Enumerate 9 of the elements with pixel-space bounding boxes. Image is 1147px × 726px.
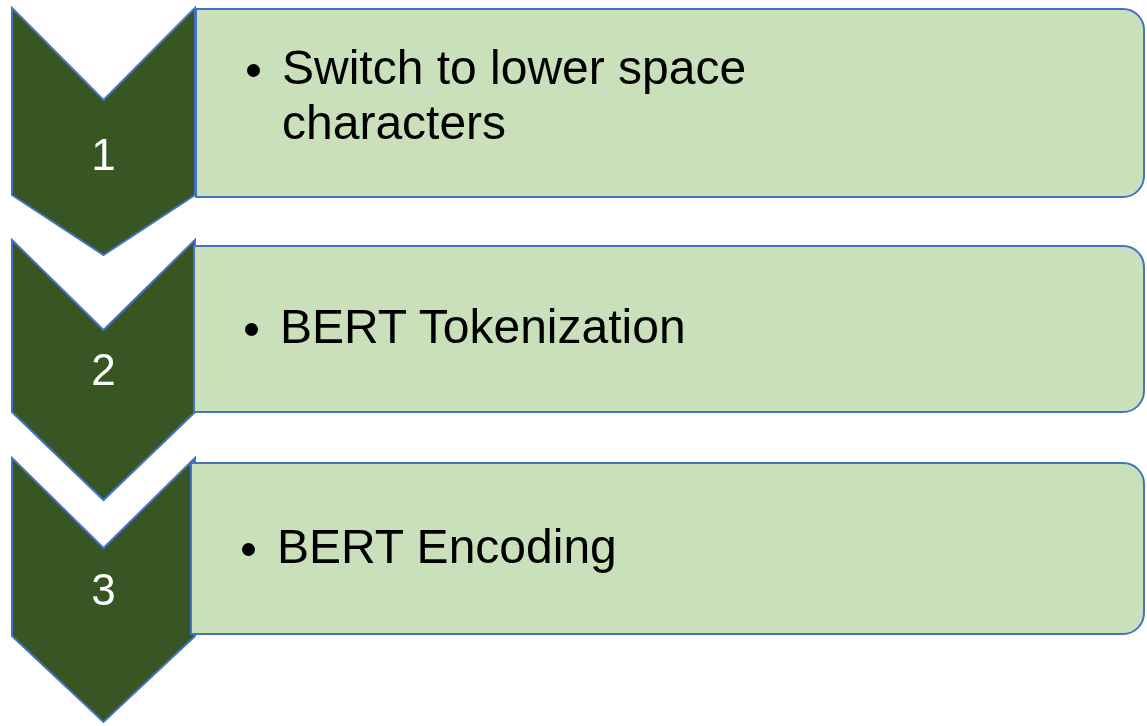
step-box bbox=[195, 8, 1145, 198]
step-number: 2 bbox=[90, 348, 117, 392]
step-box bbox=[193, 245, 1145, 413]
step-text: BERT Tokenization bbox=[280, 299, 686, 355]
step-number: 1 bbox=[90, 133, 117, 177]
step-box bbox=[190, 462, 1145, 635]
step-text: Switch to lower space characters bbox=[282, 40, 748, 151]
step-text: BERT Encoding bbox=[277, 519, 617, 575]
step-number: 3 bbox=[90, 568, 117, 612]
